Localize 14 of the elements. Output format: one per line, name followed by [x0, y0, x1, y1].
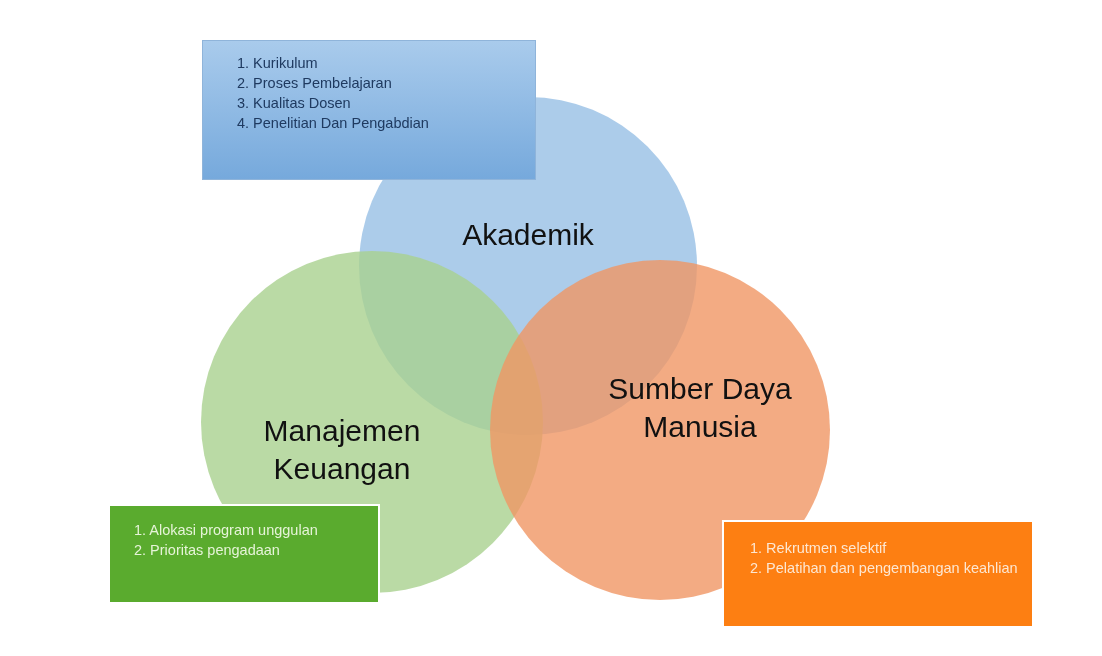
list-item: 4. Penelitian Dan Pengabdian: [236, 114, 430, 133]
list-item: 1. Kurikulum: [236, 54, 319, 73]
list-item: 1. Alokasi program unggulan: [133, 521, 319, 540]
list-box: [202, 40, 536, 180]
list-item: 1. Rekrutmen selektif: [749, 539, 888, 558]
circle-label: Akademik: [461, 217, 595, 253]
list-item: 2. Prioritas pengadaan: [133, 541, 281, 560]
list-item: 3. Kualitas Dosen: [236, 94, 352, 113]
list-item: 2. Proses Pembelajaran: [236, 74, 393, 93]
circle-label: Manajemen Keuangan: [262, 413, 422, 487]
list-box: [108, 504, 380, 604]
list-box: [722, 520, 1034, 628]
list-item: 2. Pelatihan dan pengembangan keahlian: [749, 559, 1019, 578]
circle-label: Sumber Daya Manusia: [607, 371, 793, 445]
